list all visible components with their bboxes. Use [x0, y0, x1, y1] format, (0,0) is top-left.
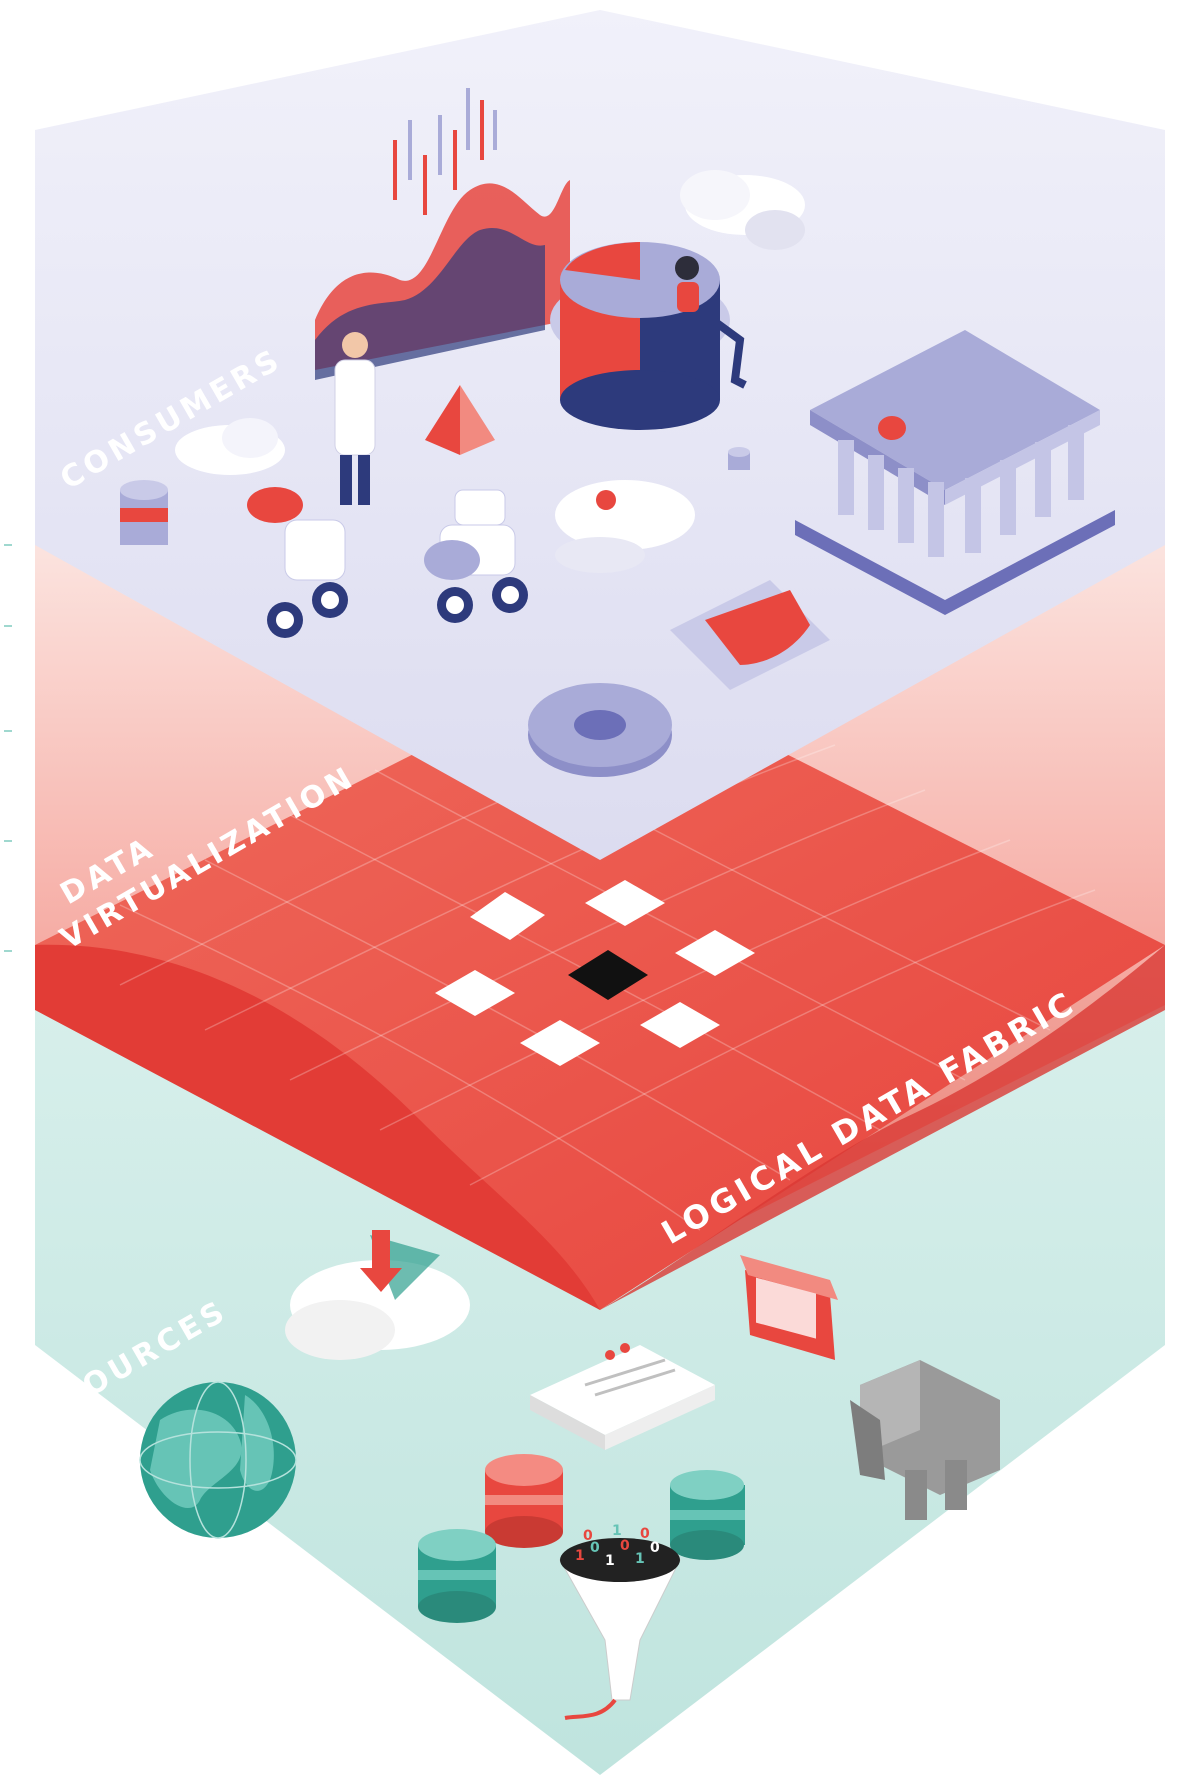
database-icon — [120, 480, 168, 545]
white-tile-icon — [520, 1020, 600, 1066]
elephant-icon — [850, 1360, 1000, 1520]
svg-text:1: 1 — [575, 1548, 585, 1564]
cloud-icon — [680, 170, 805, 250]
edge-dash — [4, 544, 12, 546]
gear-icon — [528, 683, 672, 777]
edge-dash — [4, 730, 12, 732]
svg-text:1: 1 — [605, 1553, 615, 1569]
cloud-icon — [555, 480, 695, 573]
edge-dash — [4, 625, 12, 627]
edge-dash — [4, 950, 12, 952]
document-stack-icon — [530, 1343, 715, 1450]
svg-text:0: 0 — [640, 1526, 650, 1542]
consumers-layer — [35, 10, 1165, 860]
database-icon — [728, 447, 750, 470]
database-icon — [670, 1470, 745, 1560]
robot-icon — [247, 487, 348, 638]
cloud-icon — [175, 418, 285, 475]
scientist-icon — [334, 332, 376, 505]
shield-icon — [670, 580, 830, 690]
white-tile-icon — [640, 1002, 720, 1048]
area-chart-icon — [315, 180, 570, 380]
edge-dash — [4, 840, 12, 842]
candlestick-chart-icon — [393, 88, 497, 215]
sitting-person-icon — [675, 256, 747, 389]
svg-text:1: 1 — [612, 1523, 622, 1539]
svg-text:0: 0 — [620, 1538, 630, 1554]
binary-funnel-icon: 1 0 1 0 1 0 0 1 0 — [559, 1523, 681, 1720]
svg-text:0: 0 — [590, 1540, 600, 1556]
folder-icon — [740, 1255, 838, 1360]
consumers-illustrations — [120, 88, 1115, 777]
robot-icon — [424, 489, 528, 623]
svg-text:1: 1 — [635, 1551, 645, 1567]
white-tile-icon — [435, 970, 515, 1016]
white-tile-icon — [585, 880, 665, 926]
database-icon — [418, 1529, 496, 1623]
pyramid-icon — [425, 385, 495, 455]
black-diamond-hub-icon — [568, 950, 648, 1000]
svg-text:0: 0 — [583, 1528, 593, 1544]
globe-icon — [139, 1381, 297, 1539]
svg-text:0: 0 — [650, 1540, 660, 1556]
database-icon — [485, 1454, 563, 1548]
white-tile-icon — [470, 892, 545, 940]
bank-building-icon — [795, 330, 1115, 615]
pie-cylinder-icon — [550, 242, 730, 430]
sources-illustrations: 1 0 1 0 1 0 0 1 0 — [139, 1230, 1000, 1720]
cloud-download-icon — [285, 1230, 470, 1360]
fabric-hub — [435, 880, 755, 1066]
white-tile-icon — [675, 930, 755, 976]
